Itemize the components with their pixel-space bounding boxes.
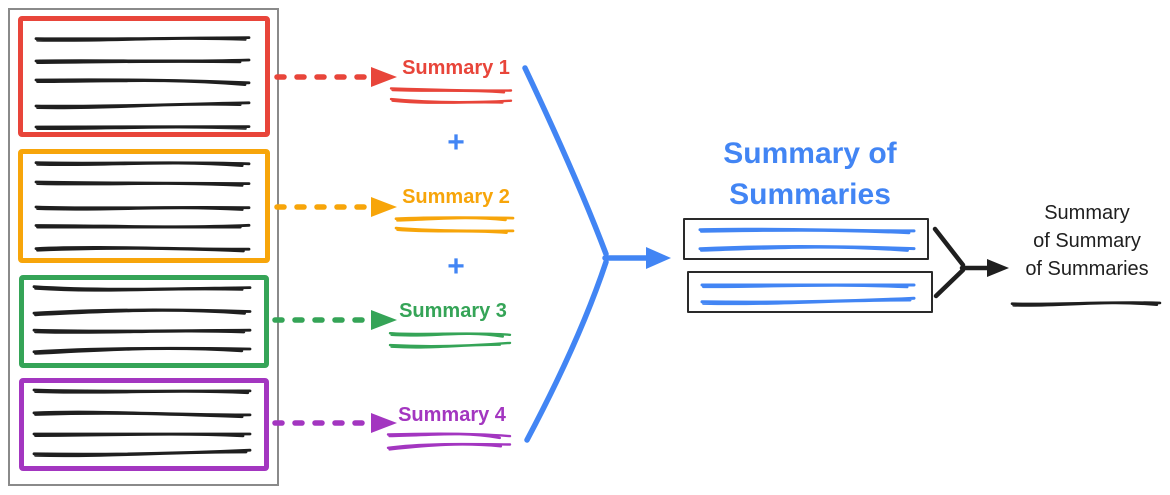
scribble-line — [394, 226, 515, 235]
scribble-line — [394, 216, 515, 222]
source-section-yellow — [18, 149, 270, 263]
scribble-line — [389, 97, 513, 104]
label-line: of Summaries — [1025, 258, 1149, 280]
source-section-purple — [19, 378, 269, 471]
scribble-line — [386, 432, 512, 440]
final-summary-scribble — [1010, 301, 1162, 307]
merge-line-bottom — [524, 259, 609, 443]
scribble-line — [389, 87, 513, 94]
summary-1-label: Summary 1 — [402, 57, 510, 79]
scribble-line — [386, 442, 512, 451]
title-line: Summary of — [723, 137, 897, 170]
summary-1-scribble — [389, 87, 513, 104]
scribble-line — [1010, 301, 1162, 307]
merge-summaries-arrow — [522, 65, 671, 443]
label-line: of Summary — [1033, 230, 1141, 252]
summary-of-summaries-box-2 — [687, 271, 933, 313]
merge-final-arrow — [932, 226, 1009, 299]
summary-4-label: Summary 4 — [398, 404, 506, 426]
merge-line-bottom — [933, 267, 966, 299]
summary-2-label: Summary 2 — [402, 186, 510, 208]
summary-4-scribble — [386, 432, 512, 451]
section-4-to-summary-4-arrow — [272, 413, 397, 433]
merge-line-top — [522, 65, 609, 257]
plus-separator-2: + — [447, 250, 465, 283]
merge-line-top — [932, 226, 966, 268]
label-line: Summary — [1044, 202, 1130, 224]
final-summary-label: Summary of Summary of Summaries — [1008, 199, 1166, 283]
source-section-green — [19, 275, 269, 368]
summary-of-summaries-box-1 — [683, 218, 929, 260]
arrowhead-icon — [371, 197, 397, 217]
section-3-to-summary-3-arrow — [272, 310, 397, 330]
plus-separator-1: + — [447, 126, 465, 159]
summary-3-scribble — [388, 332, 512, 349]
source-section-red — [18, 16, 270, 137]
scribble-line — [388, 341, 512, 349]
title-line: Summaries — [729, 178, 891, 211]
summary-3-label: Summary 3 — [399, 300, 507, 322]
arrowhead-icon — [371, 67, 397, 87]
summary-2-scribble — [394, 216, 515, 235]
section-1-to-summary-1-arrow — [274, 67, 397, 87]
summary-of-summaries-title: Summary of Summaries — [675, 133, 945, 215]
section-2-to-summary-2-arrow — [274, 197, 397, 217]
arrowhead-icon — [646, 247, 671, 269]
arrowhead-icon — [987, 259, 1009, 277]
scribble-line — [388, 332, 512, 338]
